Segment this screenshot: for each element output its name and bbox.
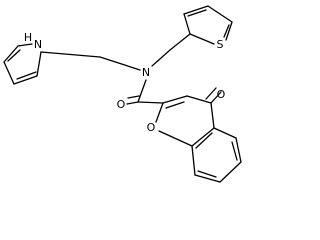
thiophene-bond [183,13,191,35]
molecule-svg: H N N S O O O [3,5,242,183]
pyrrole-bond [36,51,42,77]
pyrrole-inner-double-bond [16,71,37,80]
benzene-inner-double-bond [195,132,213,149]
ketone-bond [210,91,222,104]
carbonyl-double-bond-b [127,95,140,99]
pyranone-inner-double-bond [165,101,185,109]
pyranone-bond [210,102,215,129]
amide-n-ch2-bond [151,49,171,67]
benzene-bond [194,174,221,183]
pyranone-bond [155,102,164,123]
pyrrole-hydrogen-label: H [24,31,32,44]
bond-lines [3,5,242,183]
pyranone-bond [191,127,215,147]
ch2-thiophene-bond [169,33,191,51]
thiophene-inner-double-bond [223,24,230,38]
pyranone-bond [186,95,212,104]
benzene-bond [213,127,237,139]
chromone-ring-oxygen-label: O [147,121,156,134]
chromone-ketone-oxygen-label: O [217,88,226,101]
pyrrole-inner-double-bond [7,49,21,62]
thiophene-inner-double-bond [187,9,207,17]
pyrrole-nitrogen-label: N [34,38,42,51]
ch2-amide-n-bond [99,56,141,71]
pyrrole-bond [17,43,33,47]
thiophene-bond [189,33,215,45]
benzene-inner-double-bond [197,170,217,178]
pyrrole-nh-label: H N [24,31,42,51]
benzene-bond [219,161,242,183]
amide-nitrogen-label: N [142,66,150,79]
pyrrole-bond [13,75,38,85]
thiophene-bond [225,21,233,41]
ketone-double-bond [205,87,217,100]
thiophene-bond [183,5,209,15]
carbonyl-double-bond-a [126,101,139,105]
amide-n-carbonyl-bond [137,79,147,103]
pyranone-bond [158,130,193,147]
pyrrole-bond [3,61,15,85]
molecule-diagram: H N N S O O O [3,5,242,183]
pyrrole-ch2-bond [40,51,101,58]
carbonyl-c2-bond [137,101,164,104]
benzene-inner-double-bond [231,141,238,161]
benzene-bond [235,137,242,163]
pyranone-bond [162,95,188,104]
amide-oxygen-label: O [117,98,126,111]
thiophene-sulfur-label: S [217,38,224,51]
benzene-bond [191,145,196,176]
thiophene-bond [207,5,233,23]
pyrrole-bond [3,45,19,63]
